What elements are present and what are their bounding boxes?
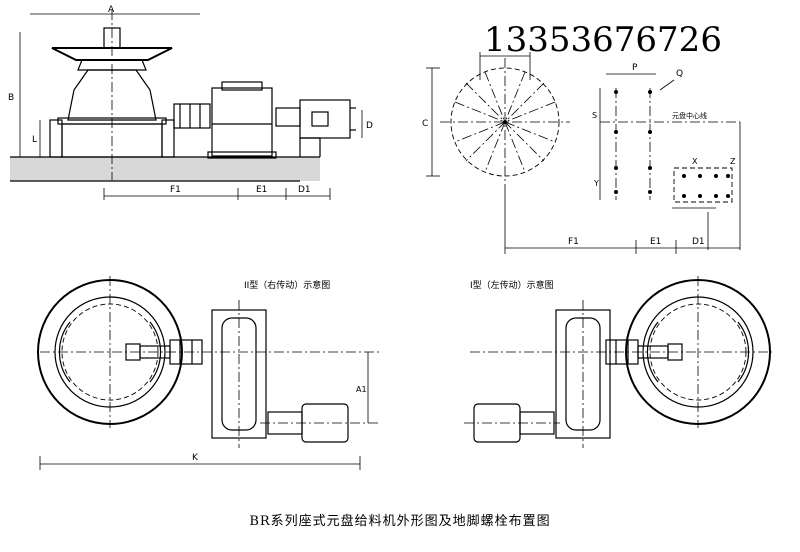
type-ii-title: II型（右传动）示意图	[244, 279, 330, 291]
type-i-view: I型（左传动）示意图	[464, 276, 772, 448]
side-view: A B L D F1 E1 D1	[8, 5, 373, 200]
dim-s: S	[592, 111, 597, 120]
center-line-label: 元盘中心线	[672, 111, 707, 120]
dim-d1: D1	[298, 185, 311, 195]
type-ii-view: II型（右传动）示意图 A1	[37, 276, 380, 470]
dim-c: C	[422, 119, 428, 129]
coupling-i	[605, 339, 639, 365]
plan-dim-d1: D1	[692, 237, 705, 247]
bolt-column: P Q S Y 元盘中心线	[592, 63, 741, 250]
motor-bolt-group: X Z	[672, 157, 736, 250]
coupling-ii	[169, 339, 203, 365]
dim-q: Q	[676, 69, 683, 79]
plan-dim-f1: F1	[568, 237, 579, 247]
type-i-title: I型（左传动）示意图	[470, 279, 554, 291]
dim-d: D	[366, 121, 373, 131]
dim-x: X	[692, 157, 698, 166]
drawing-caption: BR系列座式元盘给料机外形图及地脚螺栓布置图	[249, 514, 551, 529]
reducer	[211, 87, 273, 157]
dim-z: Z	[730, 157, 736, 166]
hand-wheel	[51, 47, 173, 61]
dim-y: Y	[593, 179, 599, 188]
dim-f1: F1	[170, 185, 181, 195]
dim-a1: A1	[356, 385, 367, 394]
dim-b: B	[8, 93, 14, 103]
dim-e1: E1	[256, 185, 267, 195]
dim-p: P	[632, 63, 638, 73]
gearbox-body	[67, 69, 157, 121]
bolt-layout-view: C P Q S Y	[422, 52, 741, 254]
motor	[299, 99, 351, 139]
dim-l: L	[32, 135, 37, 145]
dim-k: K	[192, 453, 199, 463]
dim-a: A	[108, 5, 115, 15]
phone-number-watermark: 13353676726	[484, 20, 722, 60]
coupling	[173, 103, 211, 129]
ground-hatch	[10, 137, 321, 182]
plan-dim-e1: E1	[650, 237, 661, 247]
